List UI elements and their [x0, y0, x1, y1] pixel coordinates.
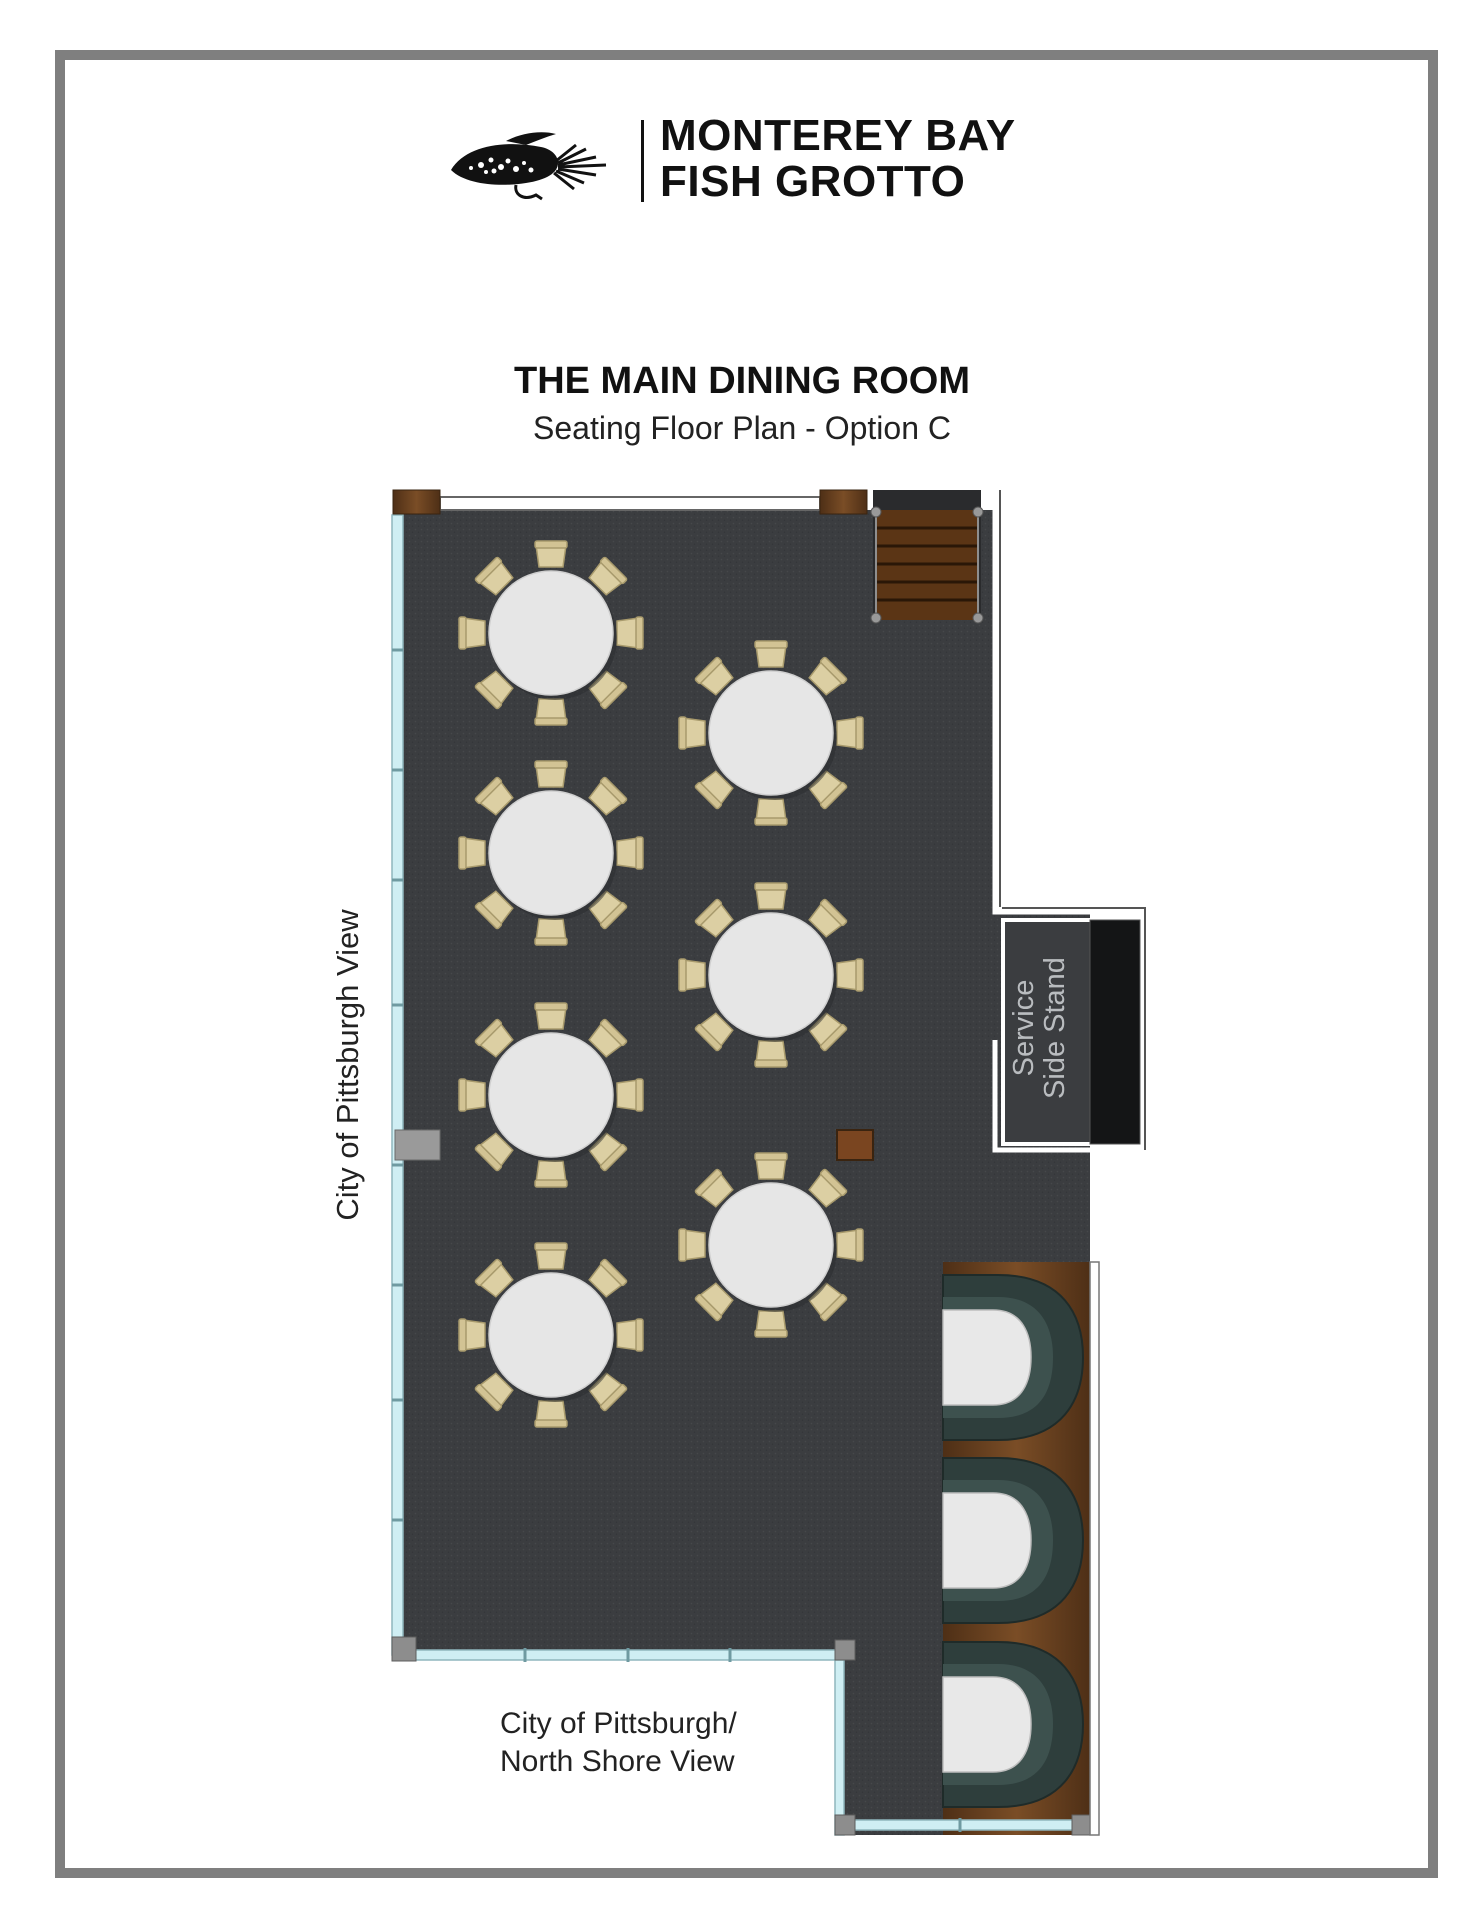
corner-post [834, 1639, 856, 1661]
fish-icon [451, 132, 607, 201]
bottom-window [844, 1819, 1091, 1831]
brand-line-1: MONTEREY BAY [660, 111, 1016, 160]
service-line-2: Side Stand [1039, 957, 1071, 1099]
booth [942, 1641, 1084, 1808]
southeast-window [834, 1659, 845, 1836]
corner-post [834, 1814, 856, 1836]
window-mullions [392, 648, 403, 1522]
south-view-line-2: North Shore View [500, 1745, 735, 1778]
brand-line-2: FISH GROTTO [660, 157, 966, 206]
stairs [870, 490, 984, 624]
corner-post [1071, 1814, 1093, 1836]
corner-post [391, 1636, 417, 1662]
host-stand [836, 1129, 874, 1161]
brand-divider [641, 120, 644, 202]
brand-name: MONTEREY BAY FISH GROTTO [660, 113, 1016, 205]
service-label: Service Side Stand [1008, 957, 1071, 1099]
booth [942, 1457, 1084, 1624]
page-title: THE MAIN DINING ROOM [514, 360, 970, 402]
service-line-1: Service [1008, 979, 1040, 1077]
west-view-label: City of Pittsburgh View [330, 909, 365, 1221]
south-view-line-1: City of Pittsburgh/ [500, 1707, 737, 1740]
wood-post [819, 489, 868, 515]
south-view-label: City of Pittsburgh/ North Shore View [500, 1705, 737, 1781]
booth [942, 1274, 1084, 1441]
north-doorway [439, 496, 821, 511]
wood-post [392, 489, 441, 515]
south-window [404, 1649, 841, 1661]
page-subtitle: Seating Floor Plan - Option C [533, 410, 951, 446]
column [394, 1129, 441, 1161]
side-stand [1089, 919, 1141, 1145]
west-window [391, 514, 404, 1656]
